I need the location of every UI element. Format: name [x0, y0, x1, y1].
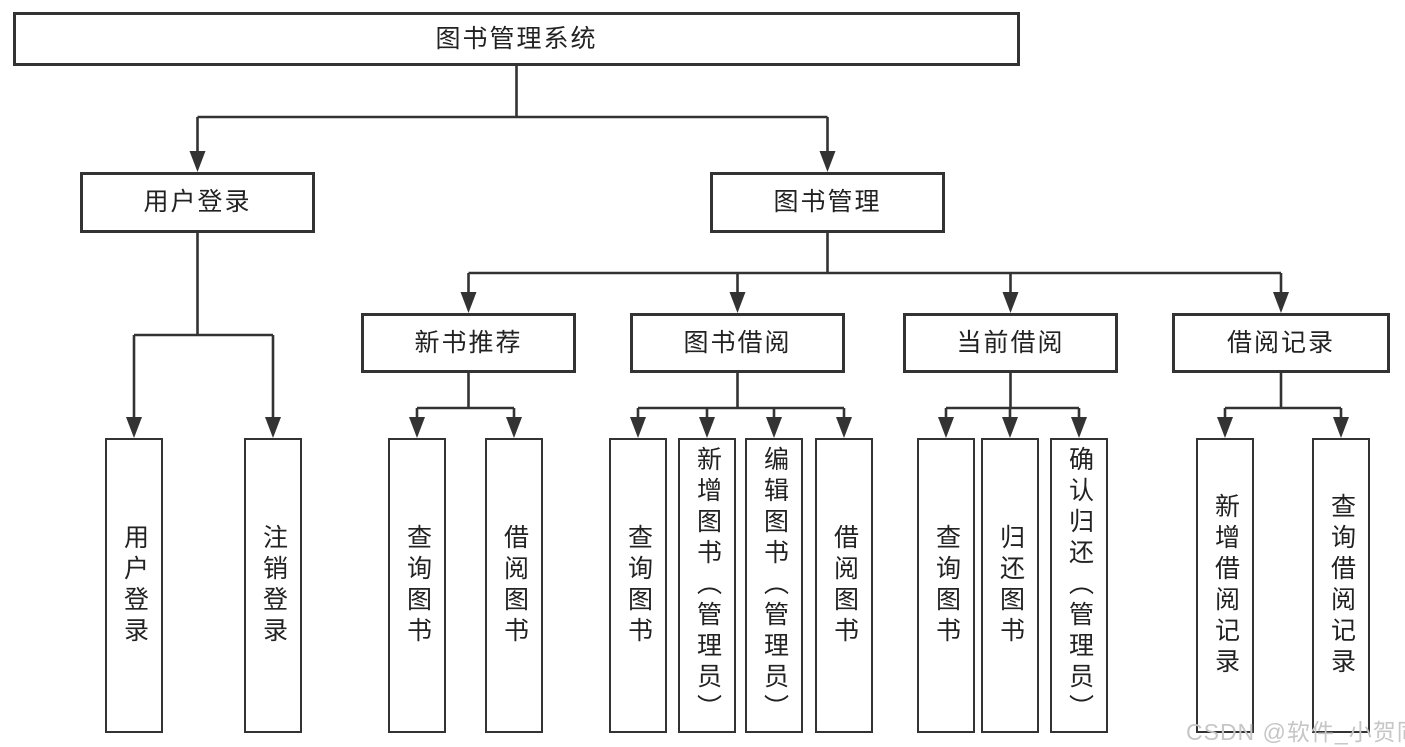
- arrowhead: [1002, 292, 1019, 313]
- node-user-login-label: 用户登录: [143, 188, 252, 216]
- connector-new-book-children: [409, 373, 522, 438]
- node-book-borrowing-label: 图书借阅: [683, 328, 792, 357]
- leaf-logout-label: 注销登录: [259, 523, 288, 648]
- node-current-borrowing: 当前借阅: [903, 313, 1118, 373]
- leaf-borrow-books-recommend: 借阅图书: [485, 438, 543, 733]
- leaf-query-books-current: 查询图书: [917, 438, 975, 733]
- connector-book-management-sections: [460, 233, 1289, 313]
- arrowhead: [1273, 292, 1289, 313]
- leaf-query-books-current-label: 查询图书: [932, 523, 961, 648]
- node-root: 图书管理系统: [13, 12, 1020, 66]
- connector-book-borrowing-children: [630, 373, 852, 438]
- node-borrowing-records: 借阅记录: [1172, 313, 1390, 373]
- arrowhead: [819, 151, 836, 172]
- node-new-book-recommendation: 新书推荐: [361, 313, 576, 373]
- arrowhead: [630, 417, 646, 438]
- arrowhead: [836, 417, 852, 438]
- leaf-query-borrow-record: 查询借阅记录: [1312, 438, 1370, 733]
- leaf-user-login: 用户登录: [105, 438, 163, 733]
- connector-root-to-level2: [189, 66, 836, 172]
- connector-records-children: [1217, 373, 1349, 438]
- leaf-query-borrow-record-label: 查询借阅记录: [1327, 492, 1356, 679]
- arrowhead: [1002, 417, 1018, 438]
- arrowhead: [1333, 417, 1349, 438]
- connector-current-borrowing-children: [938, 373, 1087, 438]
- arrowhead: [189, 151, 206, 172]
- node-book-management-label: 图书管理: [773, 188, 882, 216]
- leaf-add-borrow-record-label: 新增借阅记录: [1211, 492, 1240, 679]
- node-user-login: 用户登录: [80, 172, 315, 233]
- leaf-borrow-books-label: 借阅图书: [830, 523, 859, 648]
- connector-user-login-children: [126, 233, 281, 438]
- leaf-return-books: 归还图书: [981, 438, 1039, 733]
- leaf-query-books-borrowing: 查询图书: [609, 438, 667, 733]
- leaf-edit-books-admin-label: 编辑图书（管理员）: [760, 446, 789, 725]
- node-borrowing-records-label: 借阅记录: [1226, 328, 1335, 357]
- leaf-add-borrow-record: 新增借阅记录: [1196, 438, 1254, 733]
- arrowhead: [699, 417, 715, 438]
- arrowhead: [766, 417, 782, 438]
- node-book-management: 图书管理: [710, 172, 945, 233]
- watermark: CSDN @软件_小贺同学: [1186, 719, 1405, 745]
- arrowhead: [729, 292, 746, 313]
- leaf-logout: 注销登录: [244, 438, 302, 733]
- arrowhead: [126, 417, 142, 438]
- leaf-add-books-admin-label: 新增图书（管理员）: [693, 446, 722, 725]
- leaf-query-books-borrowing-label: 查询图书: [624, 523, 653, 648]
- leaf-confirm-return-admin: 确认归还（管理员）: [1050, 438, 1108, 733]
- leaf-borrow-books-recommend-label: 借阅图书: [500, 523, 529, 648]
- arrowhead: [460, 292, 477, 313]
- leaf-query-books-recommend-label: 查询图书: [403, 523, 432, 648]
- leaf-add-books-admin: 新增图书（管理员）: [678, 438, 736, 733]
- arrowhead: [506, 417, 522, 438]
- leaf-borrow-books: 借阅图书: [815, 438, 873, 733]
- leaf-confirm-return-admin-label: 确认归还（管理员）: [1065, 446, 1094, 725]
- leaf-edit-books-admin: 编辑图书（管理员）: [745, 438, 803, 733]
- leaf-return-books-label: 归还图书: [996, 523, 1025, 648]
- node-root-label: 图书管理系统: [435, 24, 598, 53]
- arrowhead: [1071, 417, 1087, 438]
- arrowhead: [409, 417, 425, 438]
- arrowhead: [938, 417, 954, 438]
- leaf-user-login-label: 用户登录: [120, 523, 149, 648]
- leaf-query-books-recommend: 查询图书: [388, 438, 446, 733]
- node-current-borrowing-label: 当前借阅: [956, 328, 1065, 357]
- arrowhead: [265, 417, 281, 438]
- node-new-book-recommendation-label: 新书推荐: [414, 328, 523, 357]
- arrowhead: [1217, 417, 1233, 438]
- node-book-borrowing: 图书借阅: [630, 313, 845, 373]
